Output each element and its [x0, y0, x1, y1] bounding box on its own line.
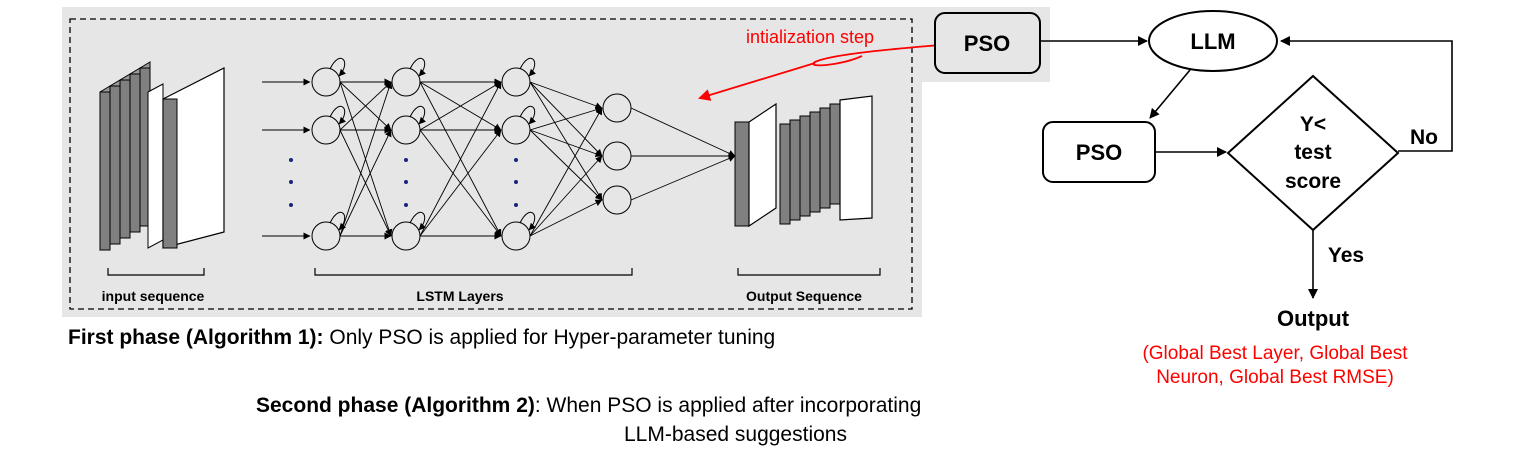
recurrent-loop [519, 105, 536, 125]
layer-connection [339, 129, 392, 237]
lstm-layers-label: LSTM Layers [416, 288, 503, 304]
initialization-arrow [698, 62, 816, 101]
lstm-neuron [391, 115, 421, 145]
output-slab [789, 119, 801, 221]
yes-label: Yes [1328, 244, 1364, 267]
no-label: No [1410, 126, 1438, 149]
output-sequence-label: Output Sequence [746, 288, 862, 304]
ellipsis-dot [404, 180, 408, 184]
phase1-caption-text: Only PSO is applied for Hyper-parameter … [323, 326, 776, 349]
layer-connection [529, 199, 603, 237]
input-sequence-label: input sequence [102, 288, 205, 304]
input-slab [129, 73, 141, 233]
output-label: Output [1277, 306, 1350, 331]
recurrent-loop [409, 57, 426, 77]
phase2-caption-text: : When PSO is applied after incorporatin… [534, 394, 922, 417]
output-slab [809, 111, 821, 213]
phase2-caption: Second phase (Algorithm 2): When PSO is … [256, 394, 921, 418]
lstm-neuron [602, 185, 632, 215]
input-slab [119, 79, 131, 239]
lstm-neuron [602, 141, 632, 171]
input-front-slab-side [162, 98, 178, 249]
llm-node [1148, 10, 1278, 72]
ellipsis-dot [404, 203, 408, 207]
output-detail-line1: (Global Best Layer, Global Best [1142, 343, 1408, 364]
output-slab [829, 103, 841, 205]
ellipsis-dot [289, 158, 293, 162]
output-connection [630, 107, 736, 157]
decision-line1: Y< [1300, 113, 1326, 136]
pso-top-box [934, 12, 1041, 74]
arrow-llm-to-pso [1149, 69, 1191, 119]
lstm-neuron [501, 115, 531, 145]
phase2-caption-bold: Second phase (Algorithm 2) [256, 394, 535, 417]
lstm-neuron [311, 115, 341, 145]
lstm-neuron [391, 67, 421, 97]
initialization-step-label: intialization step [746, 27, 874, 47]
output-sequence-brace [737, 268, 881, 276]
input-slab [99, 91, 111, 251]
layer-connection [529, 129, 603, 201]
lstm-neuron [311, 221, 341, 251]
output-detail: (Global Best Layer, Global Best Neuron, … [1090, 342, 1460, 390]
layer-connection [339, 81, 393, 237]
layer-connection [339, 81, 392, 131]
lstm-network [262, 57, 736, 251]
ellipsis-dot [514, 203, 518, 207]
lstm-panel-dashed-border [69, 18, 913, 310]
recurrent-loop [329, 57, 346, 77]
lstm-neuron [501, 221, 531, 251]
ellipsis-dot [289, 180, 293, 184]
decision-line3: score [1285, 170, 1341, 193]
output-connection [630, 155, 736, 201]
output-detail-line2: Neuron, Global Best RMSE) [1156, 367, 1394, 388]
output-slab [799, 115, 811, 217]
layer-connection [529, 106, 603, 131]
lstm-layers-brace [314, 268, 633, 276]
lstm-neuron [602, 93, 632, 123]
output-back-slab [839, 95, 873, 221]
input-slab-front-edge [147, 83, 164, 249]
output-slab [819, 107, 831, 209]
decision-line2: test [1294, 141, 1331, 164]
recurrent-loop [519, 211, 536, 231]
output-sequence-stack [734, 95, 873, 228]
phase2-caption-line2: LLM-based suggestions [624, 423, 847, 446]
arrow-no-loop [1280, 36, 1453, 152]
phase1-caption: First phase (Algorithm 1): Only PSO is a… [68, 326, 775, 350]
recurrent-loop [329, 105, 346, 125]
layer-connection [529, 81, 603, 110]
recurrent-loop [329, 211, 346, 231]
initialization-loop-curve [812, 44, 941, 67]
ellipsis-dot [404, 158, 408, 162]
pso-top-label: PSO [964, 31, 1010, 56]
lstm-neuron [311, 67, 341, 97]
output-front-slab [748, 102, 777, 228]
lstm-neuron [391, 221, 421, 251]
input-sequence-brace [107, 268, 205, 276]
layer-connection [419, 81, 502, 237]
lstm-neuron [501, 67, 531, 97]
llm-label: LLM [1190, 29, 1235, 54]
output-front-slab-side [734, 121, 750, 227]
ellipsis-dot [289, 203, 293, 207]
recurrent-loop [519, 57, 536, 77]
layer-connection [529, 81, 603, 201]
recurrent-loop [409, 211, 426, 231]
layer-connection [529, 107, 603, 237]
layer-connection [529, 129, 603, 158]
input-slab [109, 85, 121, 245]
input-sequence-stack [99, 61, 225, 251]
ellipsis-dot [514, 180, 518, 184]
pso-left-label: PSO [1076, 140, 1122, 165]
recurrent-loop [409, 105, 426, 125]
layer-connection [419, 81, 502, 131]
phase1-caption-bold: First phase (Algorithm 1): [68, 326, 324, 349]
output-slab [779, 123, 791, 225]
layer-connection [419, 129, 502, 237]
ellipsis-dot [514, 158, 518, 162]
layer-connection [529, 155, 603, 237]
